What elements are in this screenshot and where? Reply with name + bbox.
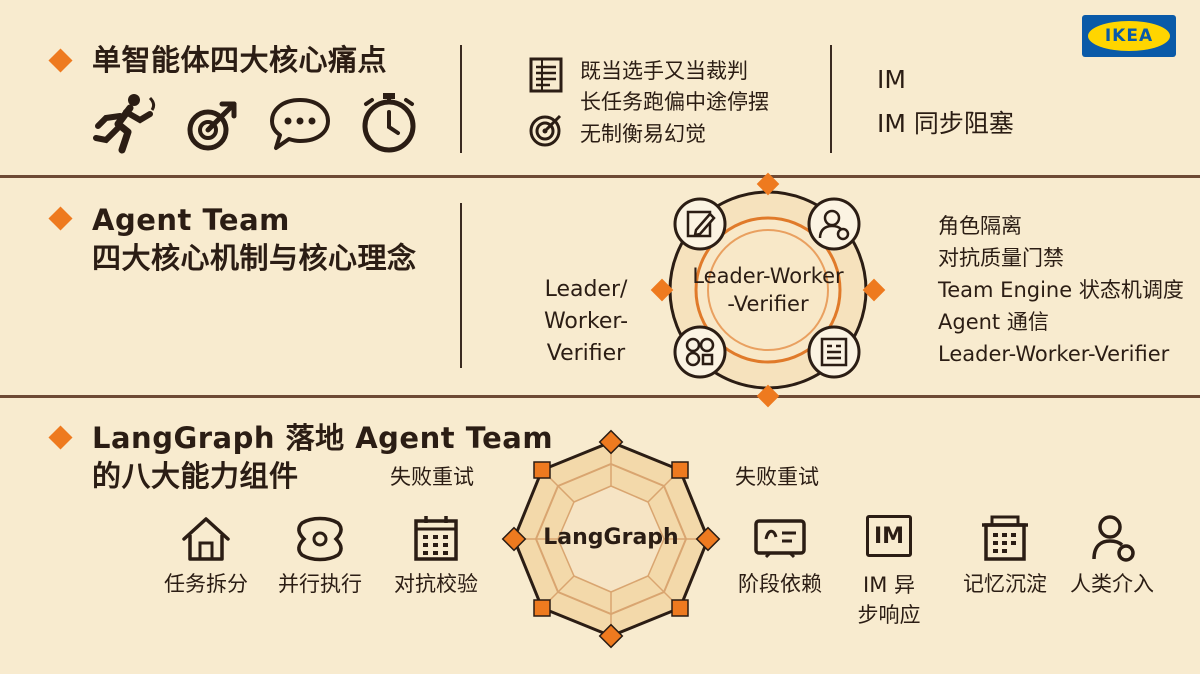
memory-box-icon: [982, 515, 1028, 561]
langgraph-hub-label: LangGraph: [543, 525, 679, 550]
bullet-diamond: [48, 425, 73, 450]
component-label-memory: 记忆沉淀: [963, 572, 1047, 596]
component-label-stage-dependency: 阶段依赖: [738, 572, 822, 596]
mechanism-4: Agent 通信: [938, 310, 1049, 334]
retry-left-label: 失败重试: [390, 465, 474, 489]
im-box-icon: IM: [866, 515, 912, 557]
im-line-1: IM: [877, 65, 906, 94]
parallel-nodes-icon: [297, 516, 343, 562]
component-label-im-async: IM 异 步响应: [857, 573, 921, 627]
section1-separator-2: [830, 45, 832, 153]
ring-center-label: Leader-Worker -Verifier: [678, 262, 858, 318]
component-label-task-split: 任务拆分: [164, 572, 248, 596]
section-divider-2: [0, 395, 1200, 398]
person-icon: [1092, 515, 1135, 562]
bullet-diamond: [48, 48, 73, 73]
chat-bubble-icon: [270, 98, 330, 150]
side-label-line1: Leader/: [544, 277, 628, 302]
section2-title-line1: Agent Team: [92, 203, 290, 237]
im-icon-text: IM: [873, 523, 905, 549]
side-label-line3: Verifier: [546, 341, 626, 366]
bullet-diamond: [48, 206, 73, 231]
ring-label-line2: -Verifier: [727, 292, 809, 316]
ikea-logo: IKEA: [1082, 15, 1176, 57]
leader-worker-verifier-side-label: Leader/ Worker- Verifier: [528, 276, 644, 368]
ring-label-line1: Leader-Worker: [692, 264, 844, 288]
section-divider-1: [0, 175, 1200, 178]
mechanism-3: Team Engine 状态机调度: [938, 278, 1184, 302]
running-person-icon: [93, 94, 156, 154]
mechanism-1: 角色隔离: [938, 214, 1022, 238]
section2-title-line2: 四大核心机制与核心理念: [92, 241, 417, 275]
target-icon: [529, 114, 562, 147]
user-search-icon: [807, 197, 861, 251]
section2-separator: [460, 203, 462, 368]
house-icon: [182, 517, 230, 561]
target-arrow-icon: [187, 101, 237, 151]
document-list-icon: [529, 57, 563, 93]
calendar-grid-icon: [414, 516, 458, 561]
mechanism-5: Leader-Worker-Verifier: [938, 342, 1170, 366]
component-label-human-in-loop: 人类介入: [1070, 572, 1154, 596]
im-line-2: IM 同步阻塞: [877, 109, 1014, 138]
stage-card-icon: [754, 519, 806, 559]
component-label-adversarial-check: 对抗校验: [394, 572, 478, 596]
mechanism-2: 对抗质量门禁: [938, 246, 1064, 270]
section1-title: 单智能体四大核心痛点: [92, 43, 388, 77]
component-label-parallel-exec: 并行执行: [278, 572, 362, 596]
edit-document-icon: [673, 197, 727, 251]
section3-title-line2: 的八大能力组件: [92, 459, 299, 493]
side-label-line2: Worker-: [543, 309, 629, 334]
retry-right-label: 失败重试: [735, 465, 819, 489]
logo-text: IKEA: [1104, 26, 1154, 46]
modules-icon: [673, 325, 727, 379]
section3-title-line1: LangGraph 落地 Agent Team: [92, 421, 554, 455]
pain-point-3: 无制衡易幻觉: [580, 122, 706, 146]
pain-point-1: 既当选手又当裁判: [580, 59, 748, 83]
report-icon: [807, 325, 861, 379]
stopwatch-icon: [362, 93, 416, 153]
pain-point-2: 长任务跑偏中途停摆: [580, 90, 769, 114]
section1-separator-1: [460, 45, 462, 153]
langgraph-hub-diagram: [501, 429, 721, 649]
